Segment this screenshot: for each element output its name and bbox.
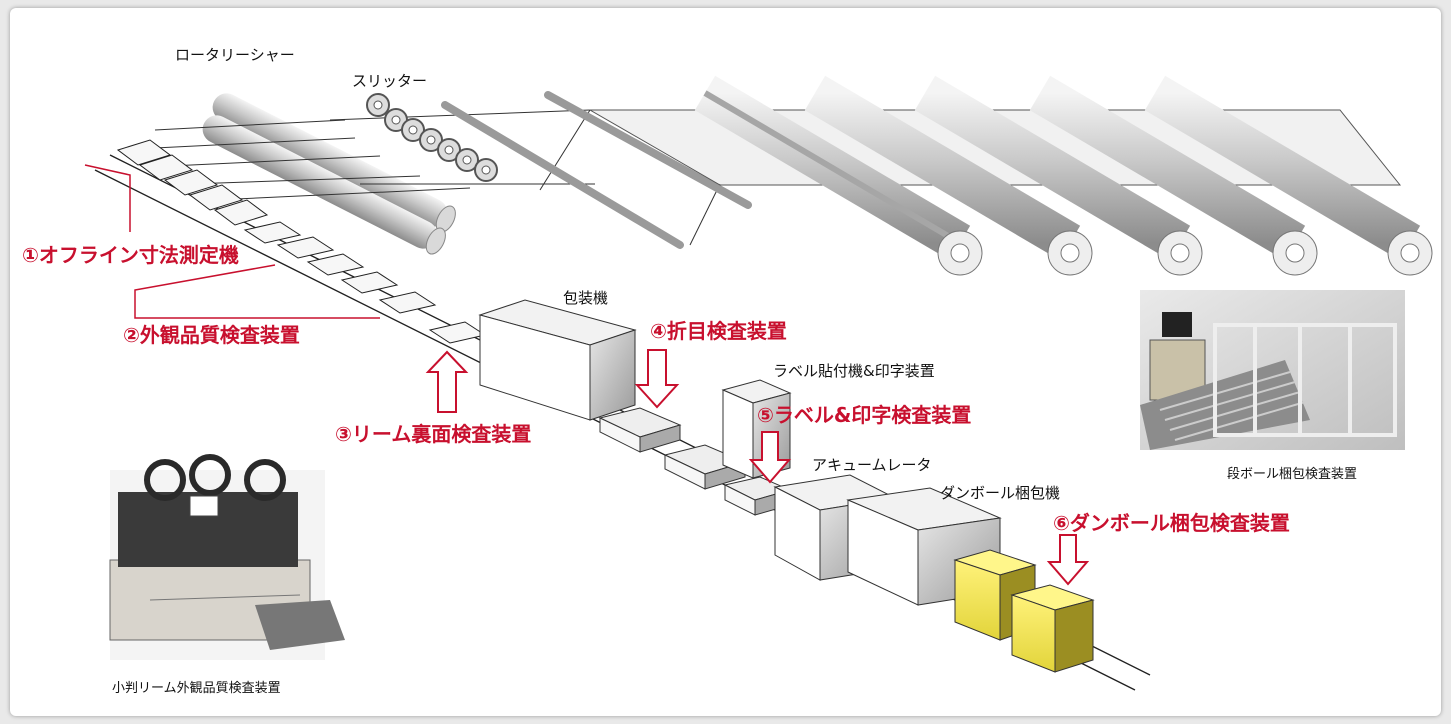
arrow-up-3 <box>425 350 469 413</box>
label-packaging-machine: 包装機 <box>563 289 608 307</box>
inspection-label-5: ⑤ラベル&印字検査装置 <box>757 403 971 427</box>
inspection-label-6: ⑥ダンボール梱包検査装置 <box>1053 511 1290 535</box>
small-ream-inspection-photo <box>109 454 345 660</box>
arrow-down-5 <box>748 431 792 484</box>
bracket-lines <box>84 164 380 319</box>
unwinder-rolls <box>694 75 1433 276</box>
inspection-label-2: ②外観品質検査装置 <box>123 323 300 347</box>
arrow-down-6 <box>1046 534 1090 586</box>
label-rotary-shear: ロータリーシャー <box>175 46 295 64</box>
inspection-label-1: ①オフライン寸法測定機 <box>22 243 239 267</box>
label-label-machine: ラベル貼付機&印字装置 <box>773 362 935 380</box>
cardboard-boxes <box>953 549 1095 673</box>
cardboard-inspection-photo <box>1140 290 1405 450</box>
ream-stacks <box>116 139 487 344</box>
inspection-label-3: ③リーム裏面検査装置 <box>335 422 531 446</box>
slitter-discs <box>366 93 498 182</box>
packaging-machine-box <box>478 299 637 421</box>
guide-rods <box>441 91 752 249</box>
label-accumulator: アキュームレータ <box>812 456 932 474</box>
caption-small-ream: 小判リーム外観品質検査装置 <box>112 681 281 696</box>
caption-cardboard-inspection: 段ボール梱包検査装置 <box>1227 467 1357 482</box>
rotary-shear-rolls <box>202 93 456 255</box>
label-slitter: スリッター <box>352 72 427 90</box>
arrow-down-4 <box>634 349 680 409</box>
inspection-label-4: ④折目検査装置 <box>650 319 787 343</box>
label-cardboard-packer: ダンボール梱包機 <box>940 484 1060 502</box>
